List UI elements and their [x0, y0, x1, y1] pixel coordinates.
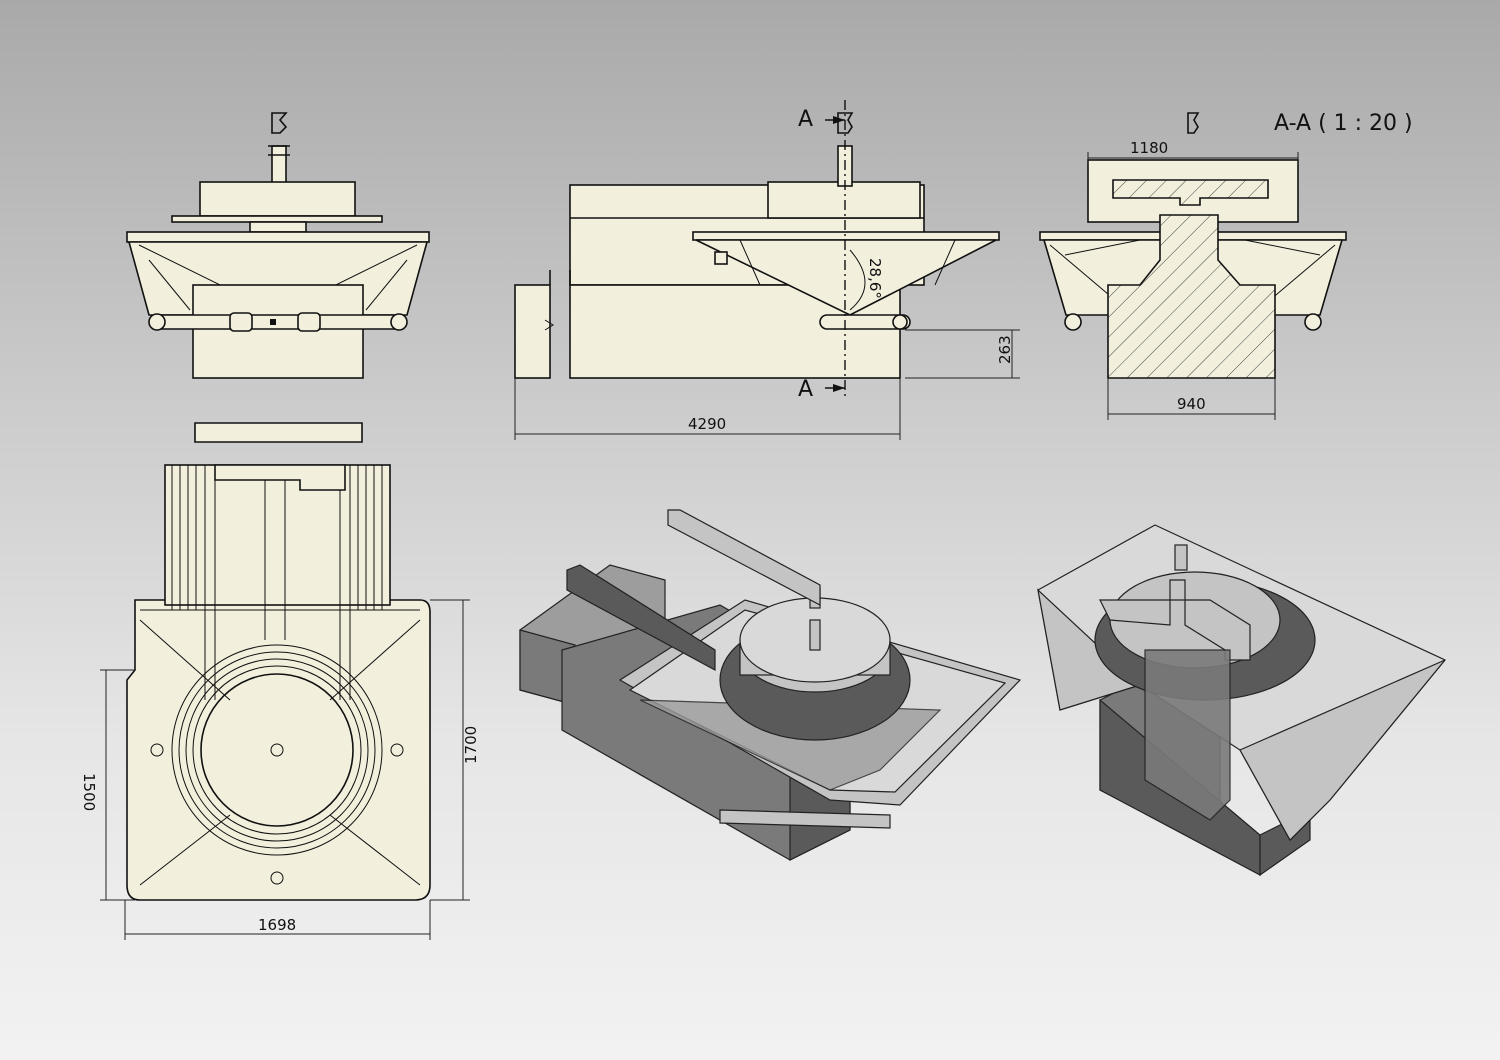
dimension-1500: 1500: [80, 773, 98, 811]
dimension-1700: 1700: [462, 726, 480, 764]
plan-view: 1698 1700 1500: [80, 422, 480, 940]
section-marker-bottom: A: [798, 377, 813, 402]
front-view: [126, 112, 430, 379]
dimension-1180: 1180: [1130, 139, 1168, 157]
dimension-4290: 4290: [688, 415, 726, 433]
isometric-view-front: [519, 509, 1022, 861]
dimension-263: 263: [996, 335, 1014, 364]
section-view: A-A ( 1 : 20 ) 1180 940: [1039, 111, 1413, 420]
angle-dimension: 28,6°: [866, 258, 884, 299]
section-title: A-A ( 1 : 20 ): [1274, 111, 1413, 136]
section-marker-top: A: [798, 107, 813, 132]
isometric-view-section: [1037, 524, 1446, 877]
side-view: A A 28,6° 263 4290: [514, 100, 1020, 440]
dimension-940: 940: [1177, 395, 1206, 413]
dimension-1698: 1698: [258, 916, 296, 934]
